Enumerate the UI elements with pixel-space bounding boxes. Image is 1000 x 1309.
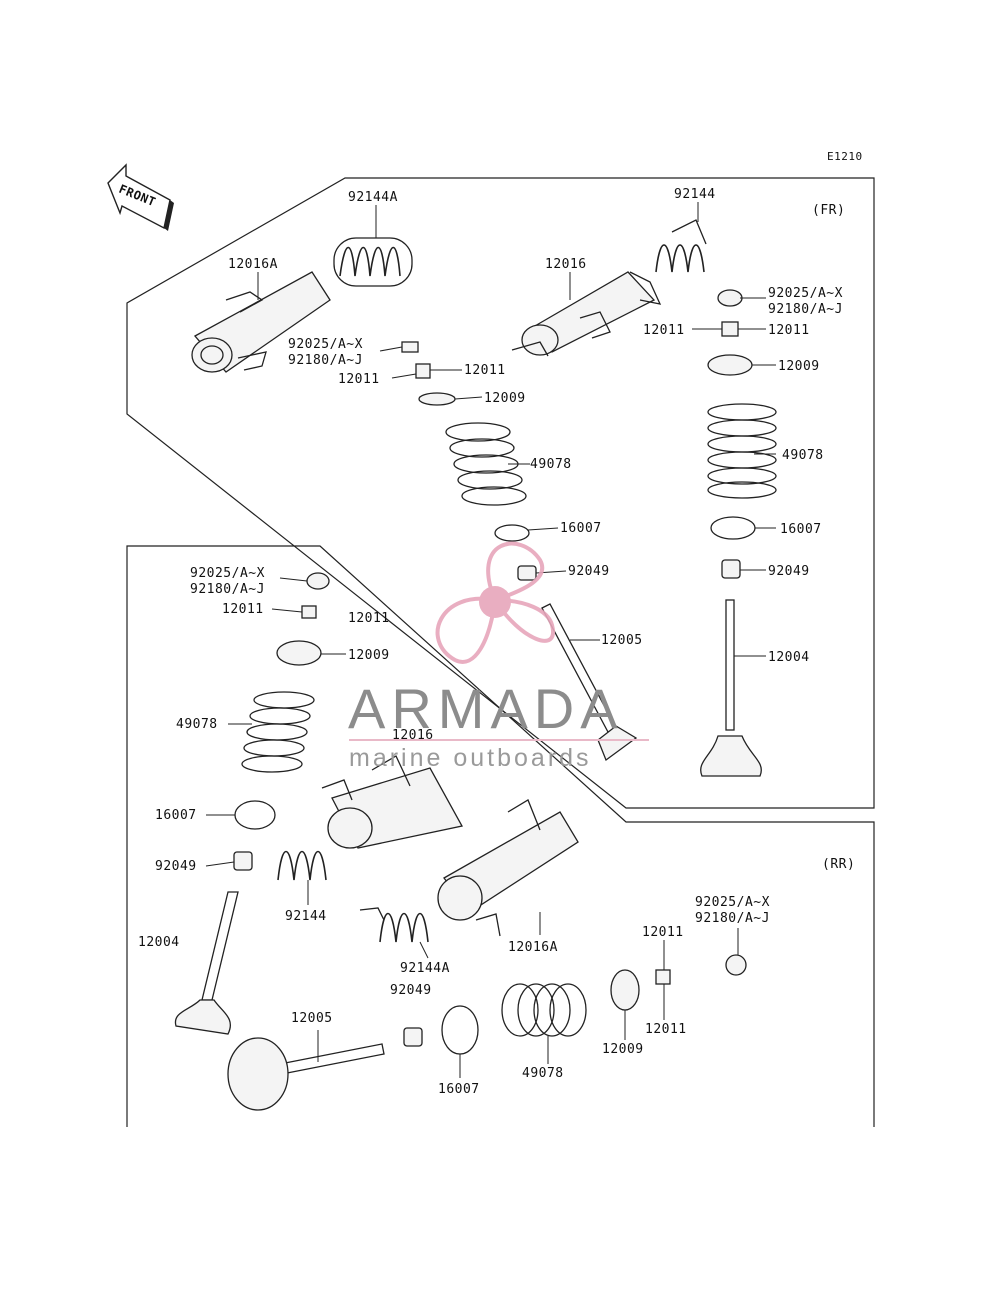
watermark-propeller-logo: [435, 541, 556, 664]
part-label: 12016A: [228, 257, 278, 272]
spring-seat-16007-front-right: [710, 516, 756, 540]
part-label: 12009: [484, 391, 526, 406]
shim-92025-front-right: [717, 289, 743, 307]
part-label: 12009: [602, 1042, 644, 1057]
retainer-12009-rear-left: [276, 640, 322, 666]
spring-92144a-rear: [359, 907, 429, 943]
part-label: 16007: [780, 522, 822, 537]
oil-seal-92049-rear-left: [233, 851, 253, 871]
valve-12004-front: [700, 599, 762, 777]
part-label: 49078: [176, 717, 218, 732]
part-label: 49078: [530, 457, 572, 472]
part-label: 16007: [438, 1082, 480, 1097]
retainer-12009-rear-right: [610, 969, 640, 1011]
part-label: 92025/A~X: [190, 566, 265, 581]
part-label: 12011: [642, 925, 684, 940]
rocker-arm-12016-front: [511, 271, 662, 357]
part-label: 12011: [645, 1022, 687, 1037]
part-label: 12009: [778, 359, 820, 374]
spring-92144-rear: [277, 850, 327, 881]
rocker-arm-12016a-front: [191, 271, 331, 373]
spring-92144-front: [655, 219, 707, 273]
front-section-frame: [126, 177, 875, 809]
part-label: 12004: [138, 935, 180, 950]
part-label: 12016: [545, 257, 587, 272]
shim-92025-rear-left: [306, 572, 330, 590]
part-label: 12011: [643, 323, 685, 338]
part-label: 12016A: [508, 940, 558, 955]
shim-92025-front-left: [401, 341, 419, 353]
part-label: 12005: [291, 1011, 333, 1026]
part-label: 16007: [155, 808, 197, 823]
part-label: 92025/A~X: [288, 337, 363, 352]
spring-seat-16007-rear-right: [441, 1005, 479, 1055]
part-label: 92144A: [348, 190, 398, 205]
rear-section-label: (RR): [822, 857, 855, 872]
keeper-12011-front-right: [721, 321, 739, 337]
part-label: 12011: [348, 611, 390, 626]
watermark-tagline: marine outboards: [349, 744, 592, 772]
part-label: 12005: [601, 633, 643, 648]
part-label: 92144: [285, 909, 327, 924]
shim-92025-rear-right: [725, 954, 747, 976]
part-label: 12004: [768, 650, 810, 665]
rear-section-frame: [126, 545, 875, 1127]
watermark-divider: [349, 739, 649, 741]
part-label: 92025/A~X: [695, 895, 770, 910]
keeper-12011-rear-right: [655, 969, 671, 985]
part-label: 92025/A~X: [768, 286, 843, 301]
part-label: 92144A: [400, 961, 450, 976]
spring-seat-16007-rear-left: [234, 800, 276, 830]
valve-12005-front: [541, 603, 638, 762]
part-label: 49078: [782, 448, 824, 463]
part-label: 12011: [464, 363, 506, 378]
retainer-12009-front-left: [418, 392, 456, 406]
part-label: 12011: [768, 323, 810, 338]
part-label: 92180/A~J: [288, 353, 363, 368]
front-section-label: (FR): [812, 203, 845, 218]
valve-spring-49078-rear-left: [241, 691, 315, 773]
part-label: 49078: [522, 1066, 564, 1081]
watermark-brand-text: ARMADA: [348, 677, 624, 740]
part-label: 12011: [338, 372, 380, 387]
part-label: 92049: [568, 564, 610, 579]
part-label: 92180/A~J: [695, 911, 770, 926]
valve-spring-49078-front-right: [707, 403, 777, 499]
valve-spring-49078-front-left: [445, 422, 527, 506]
rocker-arm-12016a-rear: [437, 799, 579, 937]
valve-spring-49078-rear-right: [501, 983, 587, 1037]
keeper-12011-front-left: [415, 363, 431, 379]
part-label: 92144: [674, 187, 716, 202]
part-label: 12011: [222, 602, 264, 617]
front-direction-arrow: FRONT: [107, 163, 174, 231]
spring-seat-16007-front-left: [494, 524, 530, 542]
oil-seal-92049-rear-right: [403, 1027, 423, 1047]
part-label: 12009: [348, 648, 390, 663]
leader-lines: [205, 202, 776, 1078]
spring-92144a-front: [333, 237, 413, 287]
valve-12005-rear: [227, 1037, 385, 1111]
diagram-code: E1210: [827, 150, 863, 163]
part-label: 92049: [155, 859, 197, 874]
part-label: 16007: [560, 521, 602, 536]
part-label: 92180/A~J: [190, 582, 265, 597]
keeper-12011-rear-left: [301, 605, 317, 619]
part-label: 92180/A~J: [768, 302, 843, 317]
part-label: 92049: [768, 564, 810, 579]
valve-12004-rear: [174, 891, 239, 1035]
retainer-12009-front-right: [707, 354, 753, 376]
oil-seal-92049-front-right: [721, 559, 741, 579]
part-label: 92049: [390, 983, 432, 998]
rocker-arm-12016-rear: [321, 755, 463, 849]
oil-seal-92049-front-left: [517, 565, 537, 581]
